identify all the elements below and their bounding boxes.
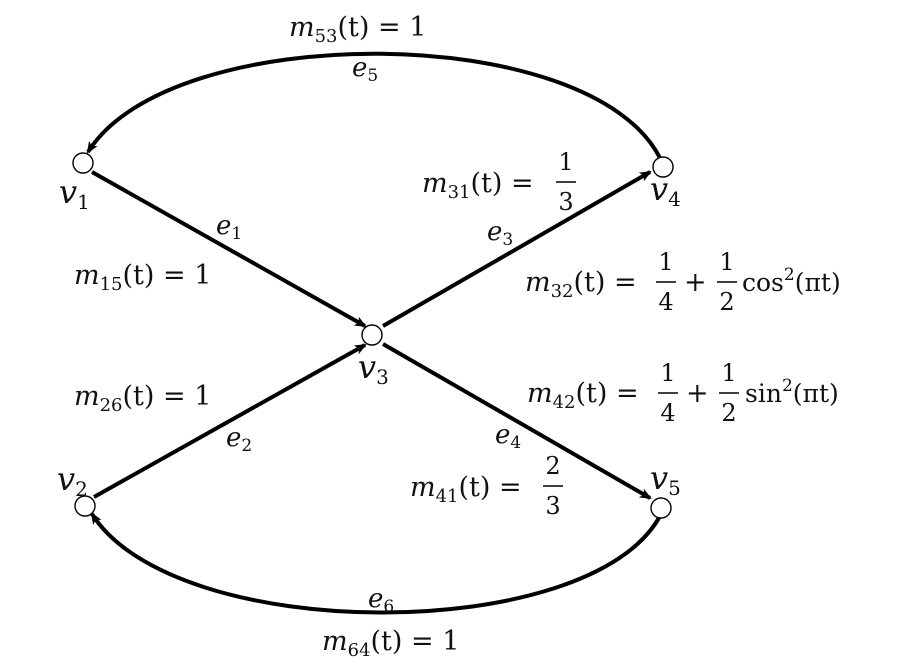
plus-sign: + (684, 267, 707, 298)
svg-text:m32(t) =: m32(t) = (525, 267, 637, 302)
plus-sign: + (686, 378, 709, 409)
node-label-v2: v2 (57, 460, 88, 501)
fraction-denominator: 3 (545, 492, 560, 520)
fraction-denominator: 3 (558, 188, 573, 216)
fraction-numerator: 1 (660, 359, 675, 387)
fraction-denominator: 4 (660, 399, 675, 427)
node-label-v1: v1 (59, 173, 90, 214)
weight-m32: m32(t) = 1 4 + 1 2 cos2(πt) (525, 248, 841, 316)
fraction-numerator: 2 (545, 452, 560, 480)
svg-text:m41(t) =: m41(t) = (410, 472, 522, 507)
weight-m64: m64(t) = 1 (322, 626, 459, 661)
node-v4 (652, 156, 674, 178)
edge-label-e4: e4 (495, 420, 521, 453)
weight-m53: m53(t) = 1 (289, 12, 426, 47)
node-v1 (72, 152, 94, 174)
node-label-v4: v4 (650, 170, 681, 211)
weight-m31: m31(t) = 1 3 (422, 148, 576, 216)
node-label-v5: v5 (650, 459, 681, 500)
svg-text:sin2(πt): sin2(πt) (745, 376, 839, 408)
svg-text:m42(t) =: m42(t) = (527, 378, 639, 413)
node-v2 (74, 495, 96, 517)
edge-e1-v1-to-v3 (91, 170, 367, 328)
fraction-denominator: 2 (721, 399, 736, 427)
edge-label-e1: e1 (216, 211, 242, 244)
weight-m42: m42(t) = 1 4 + 1 2 sin2(πt) (527, 359, 839, 427)
edge-label-e6: e6 (368, 584, 394, 617)
edge-label-e3: e3 (487, 217, 513, 250)
edge-label-e5: e5 (352, 53, 378, 86)
edge-e4-v3-to-v5 (382, 342, 652, 500)
svg-text:m31(t) =: m31(t) = (422, 168, 534, 203)
fraction-numerator: 1 (721, 359, 736, 387)
node-v5 (650, 497, 672, 519)
weight-m26: m26(t) = 1 (74, 381, 211, 416)
fraction-denominator: 4 (658, 288, 673, 316)
fraction-numerator: 1 (558, 148, 573, 176)
edge-e2-v2-to-v3 (93, 343, 367, 499)
svg-text:cos2(πt): cos2(πt) (742, 265, 841, 297)
edge-e5-v4-to-v1 (86, 51, 662, 159)
node-v3 (361, 324, 383, 346)
fraction-numerator: 1 (658, 248, 673, 276)
fraction-numerator: 1 (719, 248, 734, 276)
edge-e3-v3-to-v4 (382, 170, 652, 328)
node-label-v3: v3 (358, 348, 389, 389)
fraction-denominator: 2 (719, 288, 734, 316)
edge-label-e2: e2 (226, 423, 252, 456)
weight-m41: m41(t) = 2 3 (410, 452, 563, 520)
edge-e6-v5-to-v2 (90, 512, 662, 615)
weight-m15: m15(t) = 1 (74, 260, 211, 295)
